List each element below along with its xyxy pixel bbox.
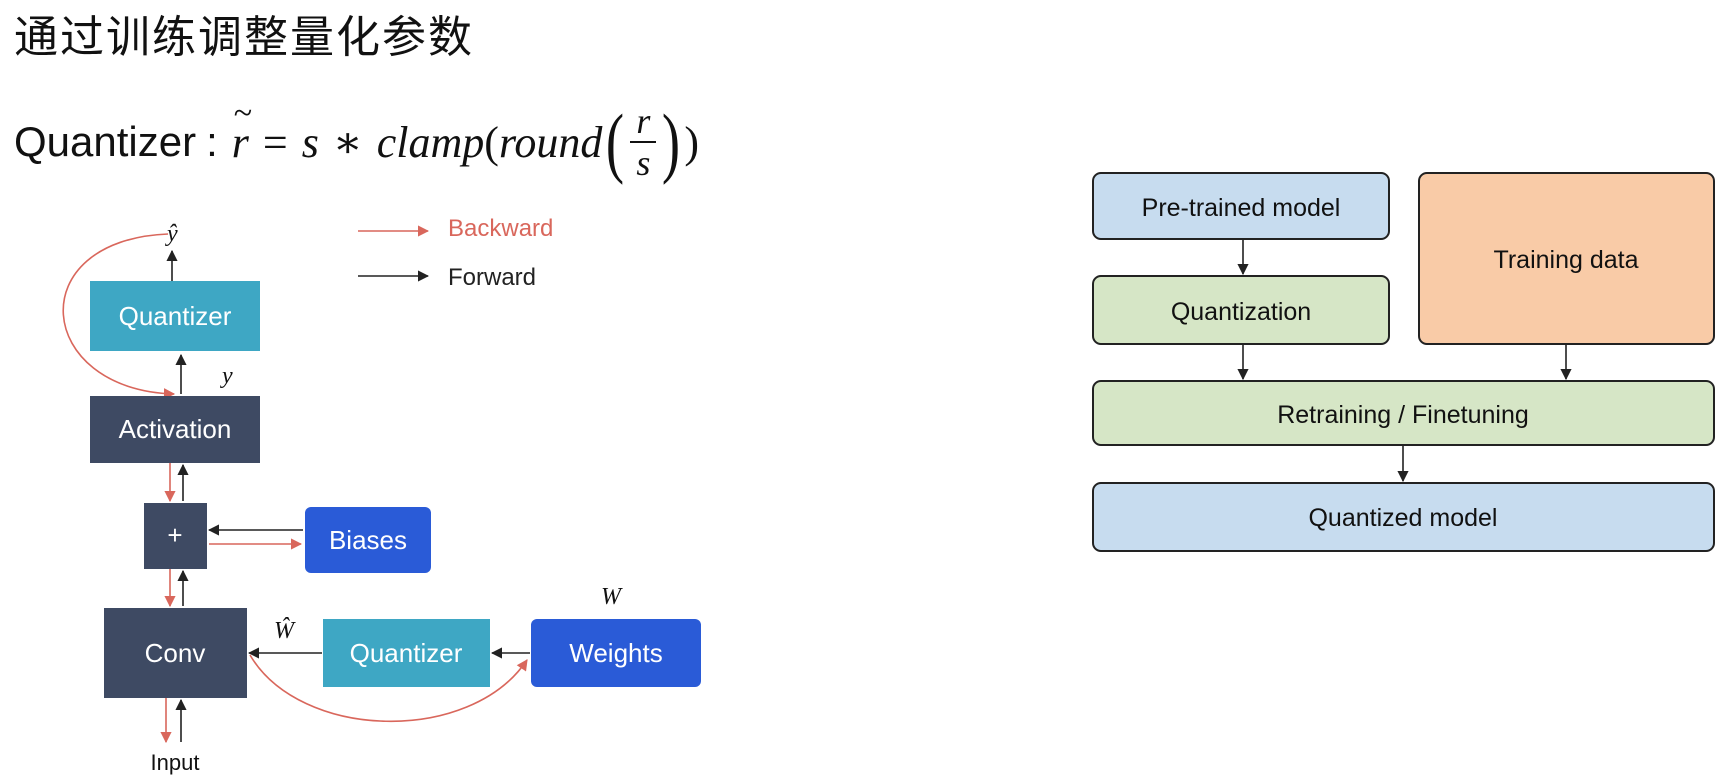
biases-label: Biases	[329, 525, 407, 555]
formula-paren-open: (	[484, 117, 499, 167]
quantization-label: Quantization	[1171, 298, 1311, 326]
quantizer-mid-box	[323, 619, 490, 687]
formula-frac-bar	[630, 141, 657, 143]
biases-box	[305, 507, 431, 573]
w-hat-label: Ŵ	[274, 617, 296, 644]
formula-star: ∗	[332, 117, 363, 167]
training-data-label: Training data	[1494, 246, 1639, 274]
formula-tilde: ~	[233, 94, 253, 132]
formula-bigparen-open: (	[606, 98, 625, 185]
formula-separator: :	[206, 118, 218, 165]
activation-box	[90, 396, 260, 463]
activation-label: Activation	[119, 414, 232, 444]
w-label: W	[601, 584, 623, 610]
training-data-box	[1418, 172, 1715, 345]
conv-box	[104, 608, 247, 698]
legend-forward-label: Forward	[448, 264, 536, 291]
quantizer-formula: Quantizer : r ~ = s ∗ clamp ( round ( r …	[14, 95, 700, 185]
formula-fraction: r s	[630, 101, 657, 183]
legend-backward-label: Backward	[448, 215, 553, 242]
formula-equals: =	[262, 117, 288, 167]
formula-r-tilde: r ~	[231, 95, 252, 168]
weights-box	[531, 619, 701, 687]
input-label: Input	[151, 750, 200, 775]
quantizer-top-label: Quantizer	[119, 301, 232, 331]
quantization-box	[1092, 275, 1390, 345]
backward-curve-bottom	[249, 654, 528, 723]
retraining-box	[1092, 380, 1715, 446]
formula-lhs: r	[231, 117, 249, 167]
quantized-model-box	[1092, 482, 1715, 552]
quantizer-top-box	[90, 281, 260, 351]
weights-label: Weights	[569, 638, 662, 668]
formula-frac-den: s	[636, 143, 651, 183]
formula-expression: r ~ = s ∗ clamp ( round ( r s ) )	[231, 95, 700, 185]
conv-label: Conv	[145, 638, 206, 668]
formula-clamp: clamp	[376, 117, 485, 167]
y-label: y	[220, 363, 233, 389]
backward-curve-top	[62, 233, 176, 400]
plus-box	[144, 503, 207, 569]
quantized-model-label: Quantized model	[1308, 504, 1497, 532]
formula-label: Quantizer	[14, 118, 197, 165]
formula-paren-close: )	[684, 117, 700, 167]
pretrained-model-label: Pre-trained model	[1142, 194, 1341, 222]
plus-label: +	[167, 520, 182, 550]
pretrained-model-box	[1092, 172, 1390, 240]
formula-s: s	[301, 117, 319, 167]
slide-title: 通过训练调整量化参数	[14, 12, 474, 63]
retraining-label: Retraining / Finetuning	[1277, 401, 1529, 429]
y-hat-label: ŷ	[165, 221, 178, 247]
formula-round: round	[498, 117, 603, 167]
quantizer-mid-label: Quantizer	[350, 638, 463, 668]
formula-frac-num: r	[636, 101, 651, 141]
formula-bigparen-close: )	[662, 98, 681, 185]
